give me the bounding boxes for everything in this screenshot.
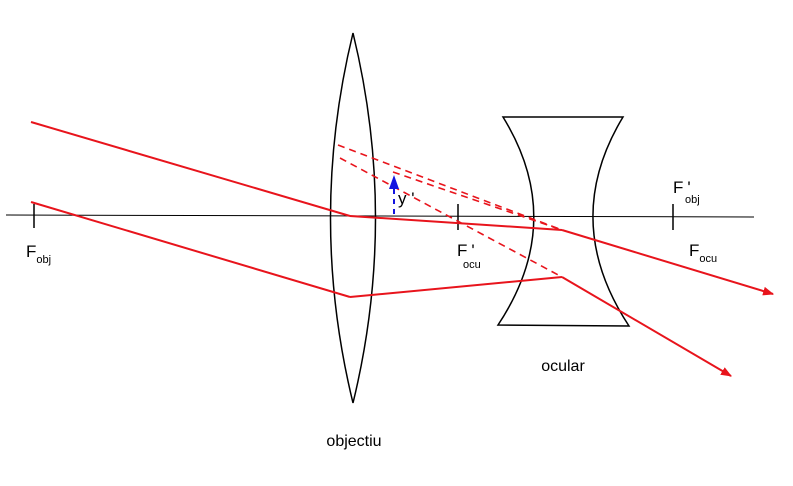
f-obj-label: Fobj — [26, 242, 51, 266]
f-obj-prime-label: F' — [673, 178, 691, 197]
upper-emergent-ray — [561, 229, 775, 296]
image-arrow — [389, 175, 399, 214]
f-ocu-label: Focu — [689, 241, 717, 265]
image-arrow-head — [389, 175, 399, 189]
objective-caption: objectiu — [326, 433, 381, 450]
eyepiece-lens — [496, 116, 631, 327]
f-ocu-prime-label: F' — [457, 241, 475, 260]
lower-emergent-ray — [561, 276, 732, 377]
f-ocu-prime-sub: ocu — [463, 259, 481, 271]
eyepiece-caption: ocular — [541, 358, 585, 375]
optical-axis — [5, 214, 755, 218]
f-obj-prime-sub: obj — [685, 194, 700, 206]
dashed-lower-extension — [339, 157, 563, 278]
lower-refracted-ray — [349, 276, 563, 298]
construction-rays — [337, 144, 563, 278]
upper-incident-ray — [30, 121, 351, 217]
dashed-upper-extension — [337, 144, 563, 231]
image-label: y ' — [398, 189, 414, 208]
objective-lens — [329, 32, 377, 404]
incident-rays — [30, 121, 775, 377]
dashed-image-ray — [392, 171, 563, 231]
lower-incident-ray — [30, 201, 351, 298]
upper-refracted-ray — [349, 215, 563, 231]
